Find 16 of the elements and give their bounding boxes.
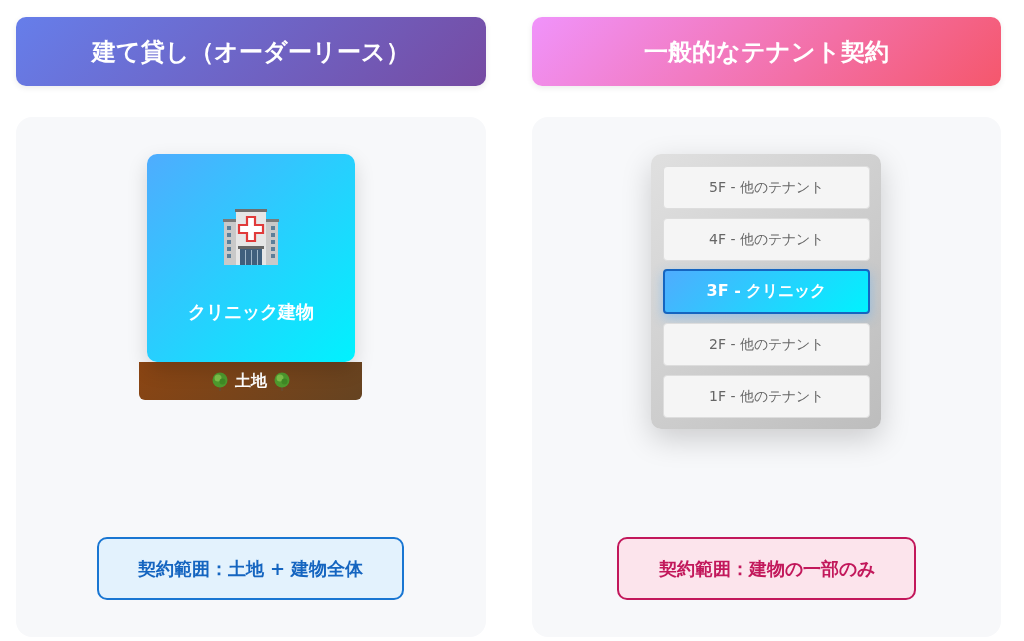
building-card [147, 154, 355, 362]
contract-scope-note: 契約範囲：建物の一部のみ [617, 537, 916, 600]
comparison-panel [532, 117, 1001, 637]
floor-level: 4F - 他のテナント [663, 218, 870, 261]
highlighted-floor: 3F - クリニック [663, 269, 870, 314]
building-frame [651, 154, 881, 429]
title-banner: 一般的なテナント契約 [532, 17, 1001, 86]
building-label: クリニック建物 [188, 300, 314, 324]
land-label: 土地 [234, 372, 267, 390]
title-banner: 建て貸し（オーダーリース） [16, 17, 486, 86]
floor-level: 2F - 他のテナント [663, 323, 870, 366]
floor-level: 5F - 他のテナント [663, 166, 870, 209]
comparison-panel [16, 117, 486, 637]
contract-scope-note: 契約範囲：土地 + 建物全体 [97, 537, 404, 600]
floor-level: 1F - 他のテナント [663, 375, 870, 418]
land-strip [139, 362, 362, 400]
